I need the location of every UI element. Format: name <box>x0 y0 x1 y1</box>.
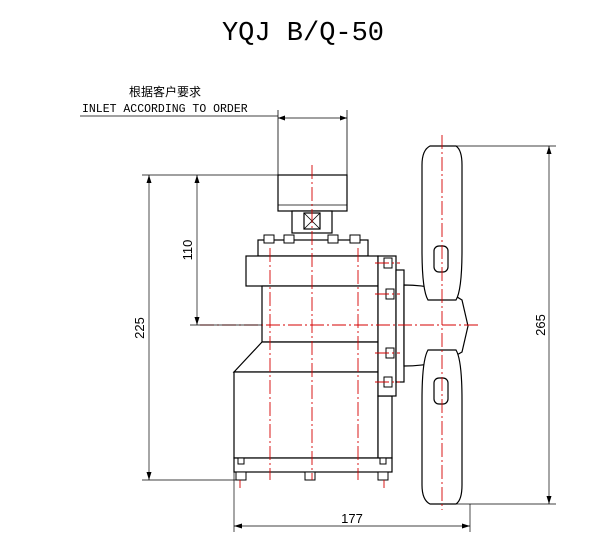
inlet-block <box>277 174 348 212</box>
bolt-top-3 <box>327 234 339 244</box>
bolt-base-2 <box>304 471 316 481</box>
bolt-top-1 <box>263 234 275 244</box>
note-english: INLET ACCORDING TO ORDER <box>82 103 248 116</box>
dim-label-225: 225 <box>132 317 147 339</box>
housing-taper <box>232 341 379 373</box>
spoke-detail-upper <box>433 245 449 273</box>
bolt-top-4 <box>349 234 361 244</box>
dimension-265: 265 <box>456 145 556 505</box>
side-flange <box>377 255 397 397</box>
dimension-225: 225 <box>132 174 236 481</box>
dim-label-110: 110 <box>180 240 195 261</box>
drawing-title: YQJ B/Q-50 <box>222 19 384 49</box>
dim-label-177: 177 <box>341 511 363 526</box>
bolt-base-3 <box>377 471 389 481</box>
base-plate <box>233 457 393 473</box>
note-chinese: 根据客户要求 <box>129 84 201 99</box>
side-flange-face <box>395 269 405 383</box>
dimension-177: 177 <box>233 472 471 532</box>
centerlines <box>200 135 478 510</box>
bolt-top-2 <box>283 234 295 244</box>
dim-label-265: 265 <box>533 314 548 336</box>
lower-housing <box>233 371 379 459</box>
inlet-width-arrows <box>278 115 347 121</box>
middle-housing <box>261 285 379 343</box>
bolt-base-1 <box>235 471 247 481</box>
handwheel <box>403 145 469 505</box>
dimension-110: 110 <box>180 174 278 326</box>
side-block <box>377 395 393 459</box>
spoke-detail-lower <box>433 377 449 405</box>
actuator-body <box>232 110 405 481</box>
